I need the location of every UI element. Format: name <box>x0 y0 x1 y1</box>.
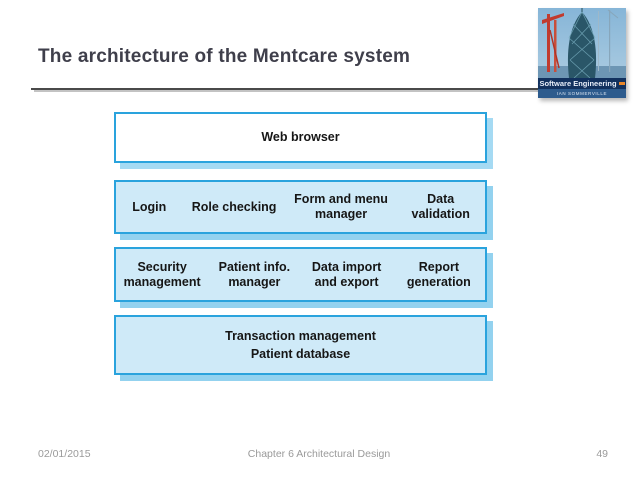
label-line: generation <box>406 274 471 289</box>
label-line: Patient info. <box>218 259 291 274</box>
label-line: Login <box>132 199 167 214</box>
label-line: and export <box>314 274 379 289</box>
edition-accent <box>618 82 625 85</box>
label-line: Role checking <box>191 199 277 214</box>
label-line: Report <box>418 259 460 274</box>
label-line: manager <box>315 207 368 221</box>
layer-ui-components: Login Role checking Form and menu manage… <box>114 180 487 234</box>
book-cover: Software Engineering IAN SOMMERVILLE <box>538 8 626 98</box>
footer-page-number: 49 <box>596 448 608 460</box>
label-line: manager <box>228 274 281 289</box>
book-cover-photo <box>538 8 626 78</box>
title-underline <box>31 88 540 90</box>
footer-chapter: Chapter 6 Architectural Design <box>247 448 391 460</box>
diagram-label-patient-info-manager: Patient info. manager <box>208 260 300 290</box>
diagram-label-role-checking: Role checking <box>182 200 285 215</box>
label-line: Data <box>427 192 455 206</box>
label-line: Web browser <box>261 130 340 144</box>
diagram-label-report-generation: Report generation <box>393 260 485 290</box>
book-cover-author-strip: IAN SOMMERVILLE <box>538 89 626 98</box>
book-title: Software Engineering <box>539 79 617 88</box>
diagram-label-login: Login <box>116 200 182 215</box>
diagram-label-security-management: Security management <box>116 260 208 290</box>
book-author: IAN SOMMERVILLE <box>556 91 608 96</box>
diagram-label-form-menu-manager: Form and menu manager <box>286 192 397 222</box>
book-cover-title-band: Software Engineering <box>538 78 626 89</box>
label-line: Form and menu <box>294 192 388 206</box>
diagram-label-data-validation: Data validation <box>396 192 485 222</box>
diagram-label-web-browser: Web browser <box>261 130 339 145</box>
footer-date: 02/01/2015 <box>38 448 91 460</box>
layer-service-components: Security management Patient info. manage… <box>114 247 487 302</box>
label-line: Transaction management <box>225 328 376 343</box>
diagram-label-transaction-database: Transaction management Patient database <box>225 326 376 365</box>
label-line: Patient database <box>250 346 351 361</box>
diagram-label-data-import-export: Data import and export <box>301 260 393 290</box>
page-title: The architecture of the Mentcare system <box>38 46 411 67</box>
layer-web-browser: Web browser <box>114 112 487 163</box>
label-line: management <box>123 274 201 289</box>
label-line: Security <box>137 259 187 274</box>
label-line: validation <box>411 207 470 221</box>
layer-transaction-database: Transaction management Patient database <box>114 315 487 375</box>
label-line: Data import <box>311 259 382 274</box>
